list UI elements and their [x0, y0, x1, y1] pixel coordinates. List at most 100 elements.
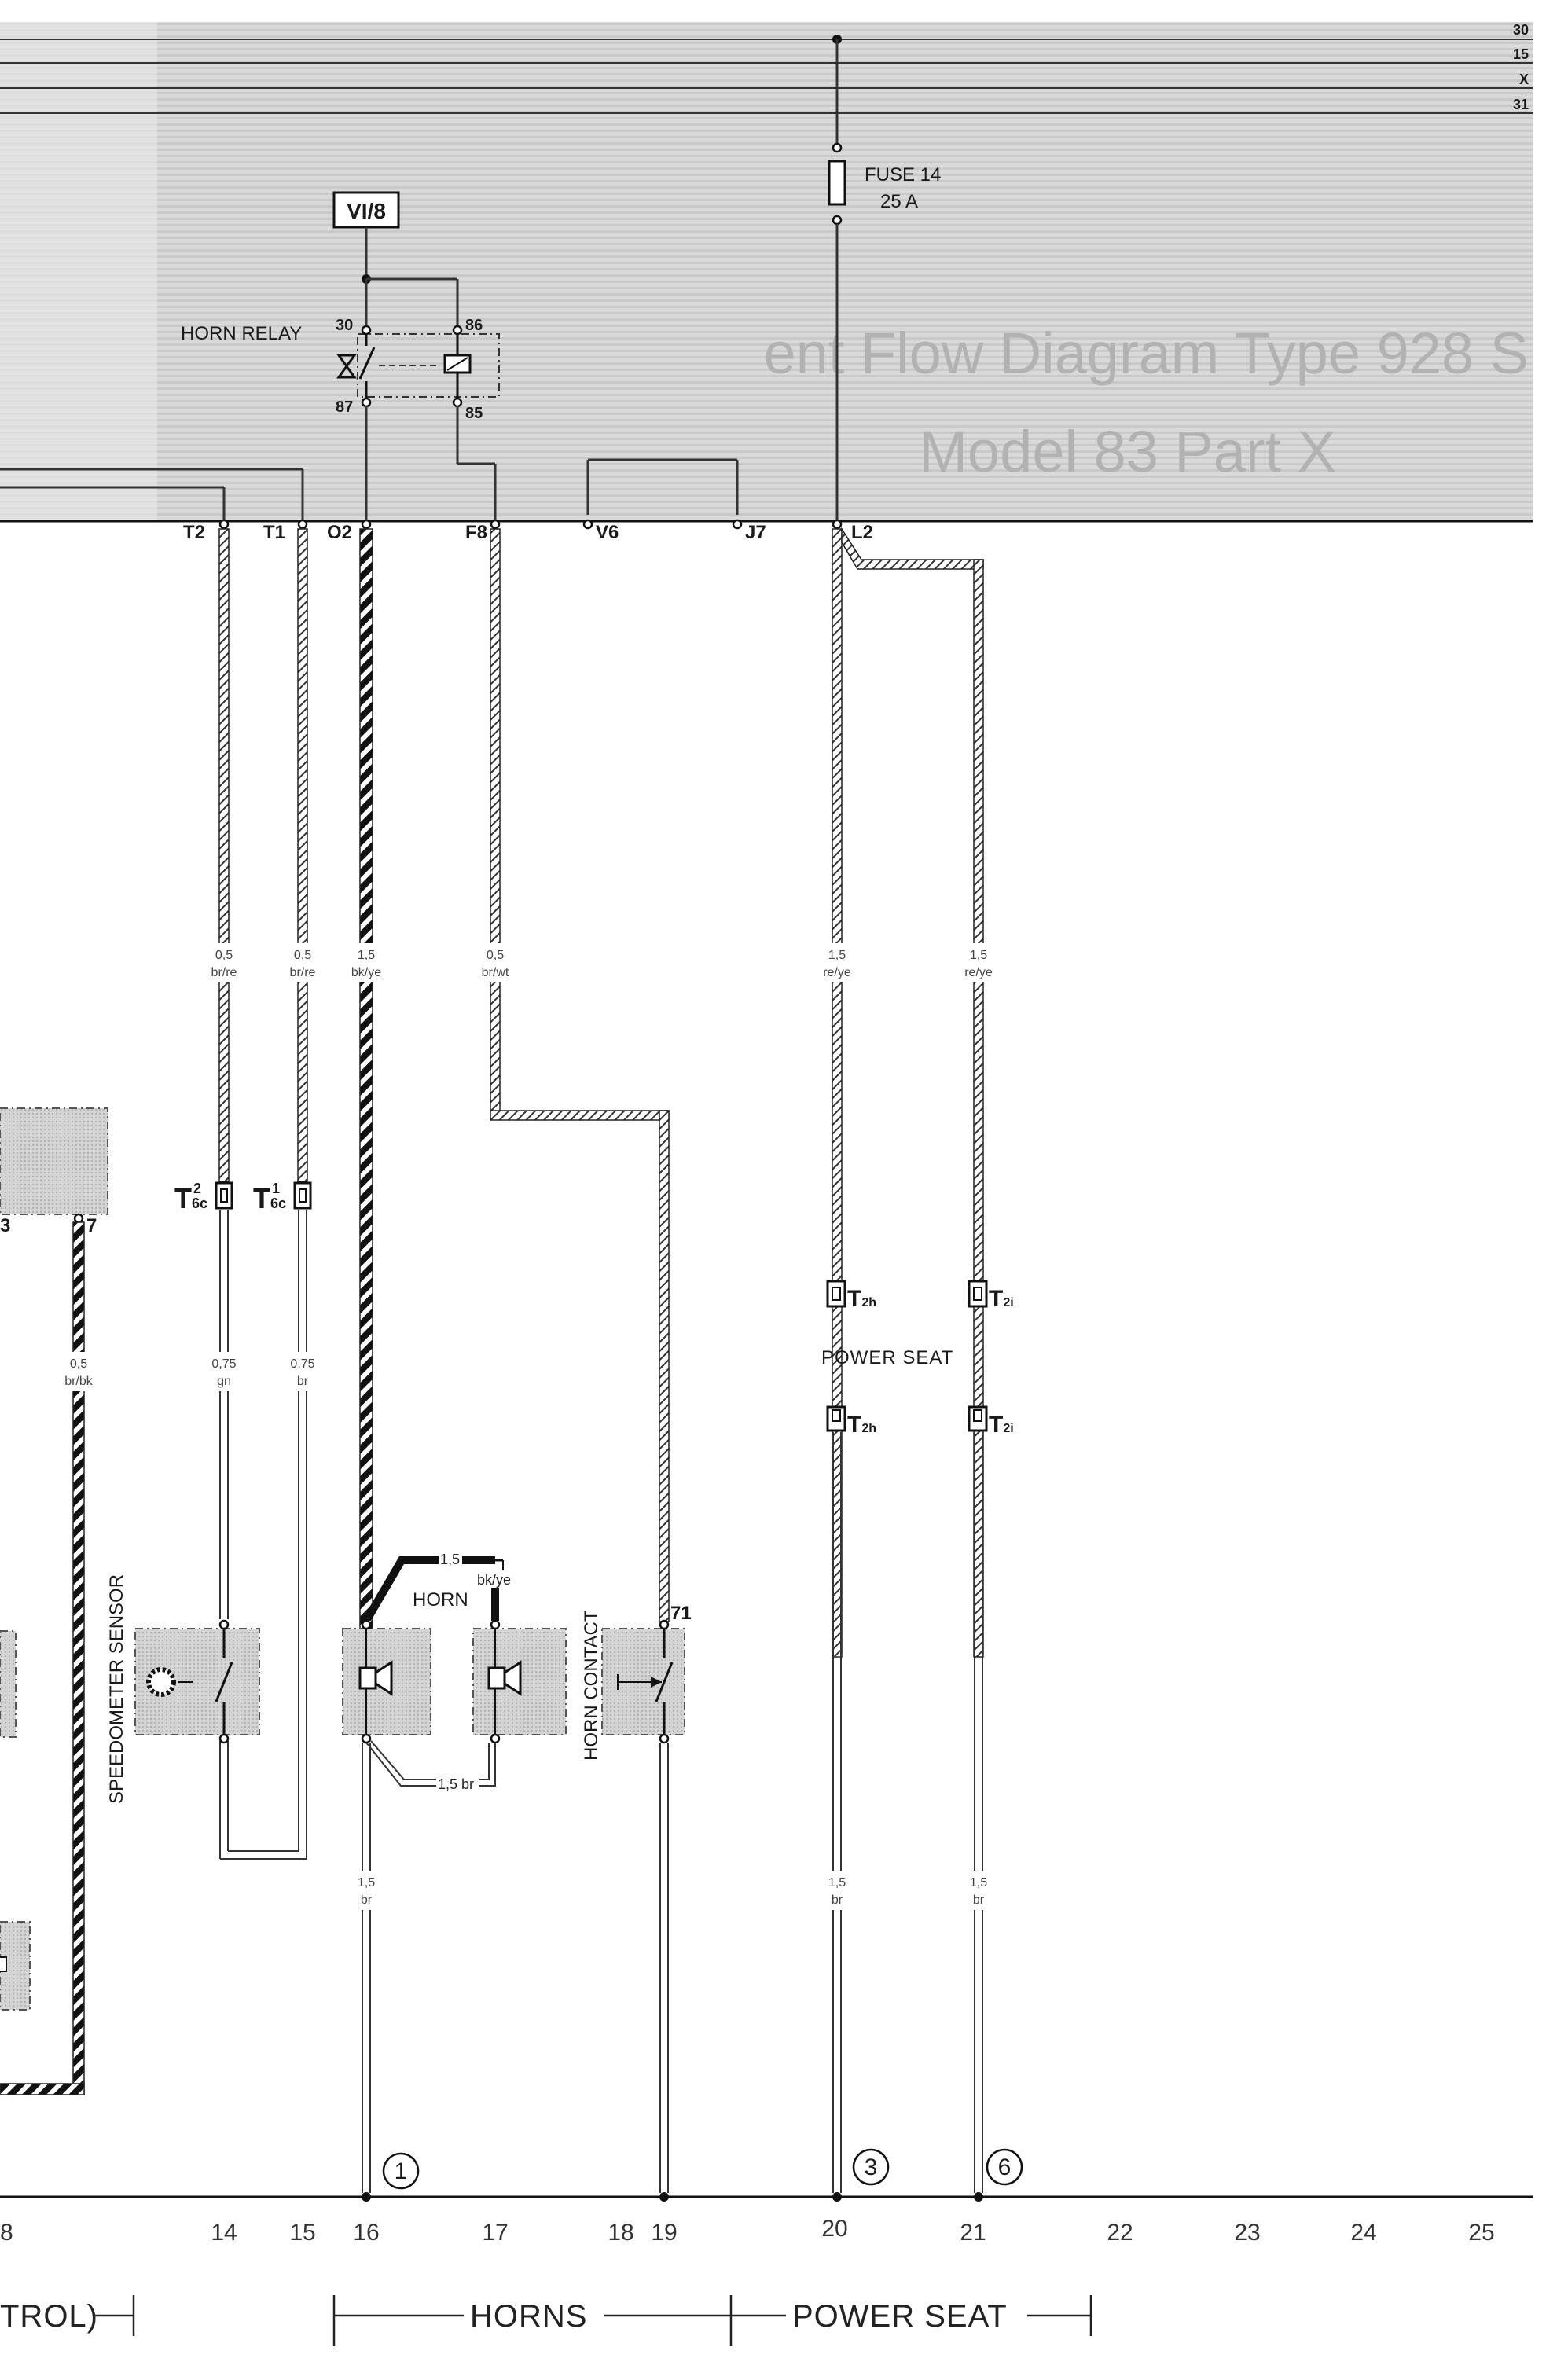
- wire-gnd16-color: br: [361, 1893, 373, 1907]
- wire-l2b-color: re/ye: [964, 966, 993, 979]
- power-seat-connectors: [826, 1280, 988, 1432]
- horn-2-speaker-icon: [503, 1660, 522, 1696]
- wire-t2-color: br/re: [211, 966, 237, 979]
- section-left-cut: TROL): [0, 2299, 98, 2334]
- column-number-19: 19: [651, 2220, 677, 2246]
- relay-name: HORN RELAY: [181, 323, 302, 344]
- bus-label-x: X: [1519, 72, 1529, 87]
- horn-supply-wire: [362, 1556, 439, 1621]
- section-power-seat: POWER SEAT: [792, 2299, 1008, 2334]
- ground-marker-3: 3: [865, 2154, 878, 2180]
- terminal-points: [218, 519, 843, 530]
- ground-nodes: [362, 2192, 983, 2202]
- wire-f8-gauge: 0,5: [487, 949, 504, 962]
- wire-gnd16-gauge: 1,5: [358, 1876, 375, 1890]
- fuse-14: [828, 35, 846, 521]
- upper-wire-labels: [200, 943, 1002, 982]
- t6c-connectors: [215, 1181, 312, 1210]
- horn-1-speaker-icon: [374, 1660, 393, 1696]
- column-number-8: 8: [0, 2220, 13, 2246]
- power-seat-label: POWER SEAT: [821, 1347, 953, 1368]
- wire-t2-lower-color: gn: [217, 1375, 231, 1388]
- connector-t6c1-sup: 1: [272, 1181, 280, 1196]
- wire-l2-color: re/ye: [823, 966, 851, 979]
- ground-marker-6: 6: [998, 2154, 1012, 2180]
- connector-t2i-bottom: T2i: [989, 1412, 1014, 1438]
- wire-t1-color: br/re: [290, 966, 316, 979]
- fuse-rating: 25 A: [880, 191, 918, 212]
- horn-relay: [336, 325, 500, 408]
- connector-t2h-bottom: T2h: [847, 1412, 876, 1438]
- relay-pin-87: 87: [336, 399, 353, 416]
- column-number-22: 22: [1107, 2220, 1133, 2246]
- horn-2: [472, 1619, 567, 1744]
- column-number-23: 23: [1234, 2220, 1260, 2246]
- connector-t2h-top: T2h: [847, 1286, 876, 1312]
- horn-contact: [601, 1619, 685, 1744]
- header-panel: [0, 22, 1533, 521]
- ground-wires: [362, 1432, 983, 2193]
- terminal-v6: V6: [596, 522, 619, 543]
- fuse-name: FUSE 14: [865, 164, 941, 185]
- connector-t2i-top: T2i: [989, 1286, 1014, 1312]
- bus-label-30: 30: [1513, 22, 1529, 38]
- wire-t1-lower-gauge: 0,75: [290, 1357, 314, 1371]
- connector-t6c2-sup: 2: [193, 1181, 201, 1196]
- horn-label: HORN: [413, 1589, 468, 1611]
- relay-ref: VI/8: [347, 199, 386, 223]
- relay-pin-86: 86: [465, 317, 483, 334]
- section-brackets: [93, 2295, 1092, 2346]
- sensor-wheel-icon: [146, 1667, 176, 1697]
- header-panel-left: [0, 22, 157, 521]
- upper-wires: [218, 527, 984, 1658]
- wire-left-gauge: 0,5: [70, 1357, 87, 1371]
- relay-pin-30: 30: [336, 317, 353, 334]
- column-number-17: 17: [482, 2220, 508, 2246]
- column-number-21: 21: [960, 2220, 986, 2246]
- ground-marker-1: 1: [395, 2158, 408, 2184]
- column-number-16: 16: [353, 2220, 379, 2246]
- wire-t1-gauge: 0,5: [294, 949, 311, 962]
- wire-t2-lower-gauge: 0,75: [211, 1357, 236, 1371]
- bus-label-31: 31: [1513, 97, 1529, 112]
- relay-ref-box: [332, 191, 400, 229]
- wire-horn-bottom: 1,5 br: [438, 1776, 474, 1792]
- terminal-j7: J7: [745, 522, 766, 543]
- wire-horn-top-color: bk/ye: [477, 1572, 511, 1588]
- wire-gnd21-gauge: 1,5: [970, 1876, 987, 1890]
- wire-t1-lower-color: br: [297, 1375, 309, 1388]
- wire-f8-color: br/wt: [482, 966, 509, 979]
- watermark-line-2: Model 83 Part X: [919, 419, 1336, 484]
- column-number-18: 18: [608, 2220, 633, 2246]
- speedometer-sensor: [134, 1619, 260, 1744]
- wire-l2b-gauge: 1,5: [970, 949, 987, 962]
- ground-marker-circles: [382, 2148, 1023, 2190]
- column-number-25: 25: [1468, 2220, 1494, 2246]
- wire-gnd20-gauge: 1,5: [828, 1876, 846, 1890]
- horn-contact-label: HORN CONTACT: [581, 1610, 602, 1761]
- left-box-pin-7: 7: [86, 1215, 97, 1236]
- terminal-l2: L2: [851, 522, 873, 543]
- terminal-t2: T2: [183, 522, 205, 543]
- column-number-14: 14: [211, 2220, 237, 2246]
- terminal-t1: T1: [263, 522, 285, 543]
- left-component-box: [0, 1107, 108, 1215]
- column-number-24: 24: [1350, 2220, 1376, 2246]
- lower-speedo-wires: [219, 1210, 307, 1860]
- column-number-15: 15: [289, 2220, 315, 2246]
- wire-horn-top-gauge: 1,5: [440, 1552, 460, 1567]
- speedometer-sensor-label: SPEEDOMETER SENSOR: [106, 1574, 127, 1804]
- wire-left-color: br/bk: [64, 1375, 94, 1388]
- wire-gnd20-color: br: [832, 1893, 843, 1907]
- terminal-o2: O2: [327, 522, 352, 543]
- watermark-line-1: ent Flow Diagram Type 928 S: [764, 321, 1529, 386]
- wire-t2-gauge: 0,5: [215, 949, 233, 962]
- wire-l2-gauge: 1,5: [828, 949, 846, 962]
- left-lower-box-1: [0, 1630, 17, 1738]
- section-horns: HORNS: [470, 2299, 587, 2334]
- horn-contact-pin: 71: [670, 1603, 692, 1624]
- connector-t6c1: T6c: [253, 1182, 286, 1214]
- column-number-20: 20: [821, 2216, 847, 2242]
- terminal-f8: F8: [465, 522, 487, 543]
